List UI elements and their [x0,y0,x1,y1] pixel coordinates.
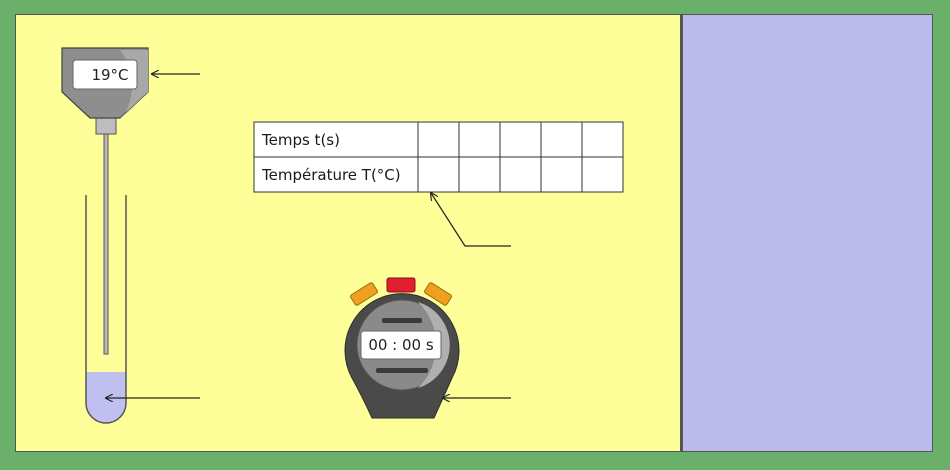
tube-outline [85,195,127,424]
thermometer-neck [95,117,117,135]
stopwatch-right-button[interactable] [424,282,452,306]
arrow-table [431,193,511,247]
cell-time-1[interactable] [419,123,458,156]
thermometer-reading: 19°C [91,66,128,84]
cell-temp-3[interactable] [501,158,540,191]
thermometer[interactable]: 19°C [61,47,149,355]
cell-time-5[interactable] [583,123,622,156]
stopwatch-face-highlight [418,302,450,388]
thermometer-display [72,59,138,90]
cell-time-2[interactable] [460,123,499,156]
table-header-time: Temps t(s) [261,131,340,149]
test-tube [85,195,127,424]
stopwatch-bottom-mark [376,368,428,373]
data-table: Temps t(s) Température T(°C) [253,121,624,193]
cell-temp-2[interactable] [460,158,499,191]
cell-time-3[interactable] [501,123,540,156]
cell-temp-4[interactable] [542,158,581,191]
stopwatch-reading: 00 : 00 s [368,336,434,354]
stopwatch-top-mark [382,318,422,323]
stopwatch-display [360,330,442,360]
cell-time-4[interactable] [542,123,581,156]
thermometer-probe [103,131,109,355]
table-header-temperature: Température T(°C) [261,166,401,184]
cell-temp-5[interactable] [583,158,622,191]
stopwatch-start-button[interactable] [386,277,416,293]
stopwatch[interactable]: 00 : 00 s [344,277,460,419]
side-panel [681,14,933,452]
cell-temp-1[interactable] [419,158,458,191]
stopwatch-left-button[interactable] [350,282,378,306]
